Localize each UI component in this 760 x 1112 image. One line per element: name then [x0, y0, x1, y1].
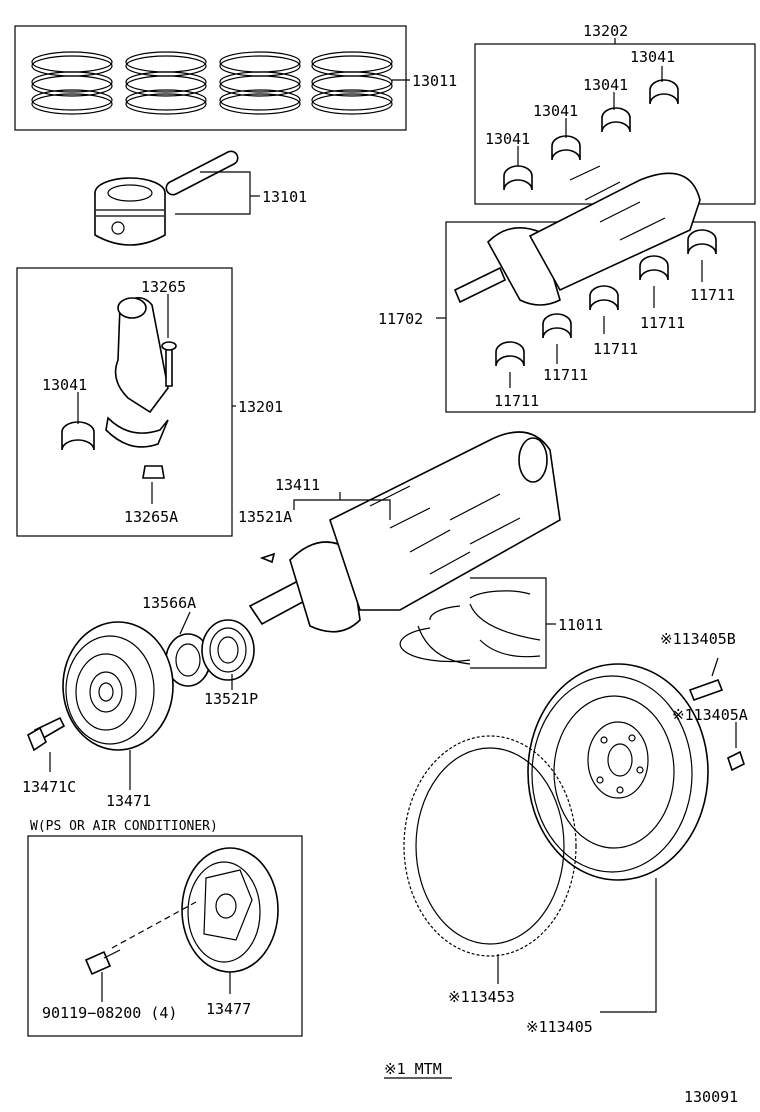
- crank-rear-flange: [518, 437, 548, 483]
- conrod-small-end: [117, 297, 147, 319]
- figure-code: 130091: [684, 1088, 738, 1106]
- piston-ring-set-13011[interactable]: 13011: [14, 25, 457, 131]
- label-13521A: 13521A: [238, 508, 292, 526]
- conrod-nut: [142, 465, 165, 479]
- flywheel-13405[interactable]: ※113405B ※113405A ※113405: [526, 630, 748, 1036]
- label-13566A: 13566A: [142, 594, 196, 612]
- ps-ac-pulley-option[interactable]: W(PS OR AIR CONDITIONER) 90119−08200 (4)…: [27, 819, 303, 1037]
- note-ps-air-conditioner: W(PS OR AIR CONDITIONER): [30, 819, 218, 834]
- label-13201: 13201: [238, 398, 283, 416]
- label-13041-c: 13041: [583, 76, 628, 94]
- ring-gear-113453[interactable]: ※113453: [403, 735, 577, 1006]
- piston-13101[interactable]: 13101: [94, 150, 307, 246]
- bearing-shell-1: [503, 165, 533, 191]
- flywheel-bolt-113405B: [688, 678, 724, 702]
- label-11011: 11011: [558, 616, 603, 634]
- label-13265: 13265: [141, 278, 186, 296]
- label-11711-e: 11711: [690, 286, 735, 304]
- label-113405A: ※113405A: [672, 706, 748, 724]
- conrod-bolt: [165, 345, 173, 387]
- label-13521P: 13521P: [204, 690, 258, 708]
- label-11711-a: 11711: [494, 392, 539, 410]
- label-13477: 13477: [206, 1000, 251, 1018]
- piston-skirt: [94, 193, 166, 246]
- label-11711-c: 11711: [593, 340, 638, 358]
- crank-nose: [453, 266, 507, 304]
- thrust-washer-1: [399, 605, 471, 665]
- bearing-shell-4: [649, 79, 679, 105]
- ring-set-box: [14, 25, 407, 131]
- crank-pulley-13471[interactable]: 13471C 13471: [22, 621, 174, 810]
- main-bearing-shell-3: [589, 285, 619, 311]
- ps-pulley-bolt: [84, 950, 112, 976]
- label-113405: ※113405: [526, 1018, 593, 1036]
- label-13011: 13011: [412, 72, 457, 90]
- main-bearing-shell-1: [495, 341, 525, 367]
- label-13041-b: 13041: [533, 102, 578, 120]
- label-11711-b: 11711: [543, 366, 588, 384]
- label-13471: 13471: [106, 792, 151, 810]
- thrust-washer-set-11011[interactable]: 11011: [399, 577, 603, 669]
- connecting-rod-assembly-13201[interactable]: 13265 13041 13201 13265A: [16, 267, 283, 537]
- conrod-cap: [105, 416, 169, 448]
- flywheel-outer: [527, 663, 709, 881]
- main-bearing-shell-4: [639, 255, 669, 281]
- conrod-box: [16, 267, 233, 537]
- bearing-shell-2: [551, 135, 581, 161]
- label-13041-rod: 13041: [42, 376, 87, 394]
- label-13411: 13411: [275, 476, 320, 494]
- label-13041-a: 13041: [485, 130, 530, 148]
- crank-bearing-set-13202[interactable]: 13202 13041 13041 13041 13041: [474, 22, 756, 205]
- ring-gear-outer: [403, 735, 577, 957]
- crank-main-body: [329, 431, 561, 611]
- label-13202: 13202: [583, 22, 628, 40]
- pulley-outer: [62, 621, 174, 751]
- ring-stack-4: [311, 51, 393, 115]
- crank-body-upper: [528, 172, 701, 292]
- ps-pulley-outer: [181, 847, 279, 973]
- ps-pulley-box: [27, 835, 303, 1037]
- label-13041-d: 13041: [630, 48, 675, 66]
- label-11702: 11702: [378, 310, 423, 328]
- label-113405B: ※113405B: [660, 630, 736, 648]
- bearing-shell-3: [601, 107, 631, 133]
- label-113453: ※113453: [448, 988, 515, 1006]
- label-90119-08200: 90119−08200 (4): [42, 1004, 177, 1022]
- crank-sprocket-13521P[interactable]: 13521P: [201, 619, 258, 708]
- piston-pin: [165, 150, 239, 196]
- ring-stack-1: [31, 51, 113, 115]
- label-13471C: 13471C: [22, 778, 76, 796]
- conrod-bearing-shell: [61, 421, 95, 451]
- label-13101: 13101: [262, 188, 307, 206]
- label-11711-d: 11711: [640, 314, 685, 332]
- thrust-washer-2: [469, 590, 541, 658]
- woodruff-key: [259, 552, 276, 564]
- main-bearing-shell-2: [542, 313, 572, 339]
- ring-gear-inner: [415, 747, 565, 945]
- footnote-mtm: ※1 MTM: [384, 1060, 442, 1078]
- main-bearing-shell-5: [687, 229, 717, 255]
- crankshaft-bearing-set-11702[interactable]: 11702 11711 11711 11711 11711 11711: [378, 165, 756, 413]
- flywheel-pin-113405A: [727, 750, 745, 772]
- crankshaft-13411[interactable]: 13411 13521A: [238, 431, 561, 633]
- ring-stack-2: [125, 51, 207, 115]
- timing-plate-13566A[interactable]: 13566A: [142, 594, 211, 687]
- ring-stack-3: [219, 51, 301, 115]
- label-13265A: 13265A: [124, 508, 178, 526]
